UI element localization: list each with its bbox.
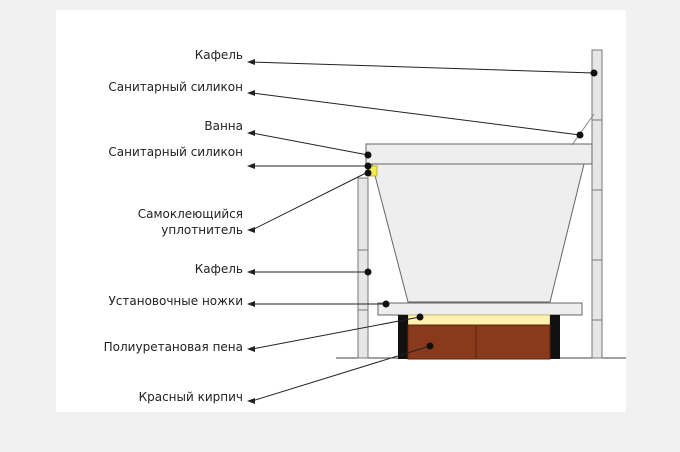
bath-body: [371, 163, 585, 303]
label-red-brick: Красный кирпич: [138, 390, 243, 404]
foam-layer: [407, 314, 551, 326]
support-board: [377, 302, 583, 316]
side-wall-tile: [357, 177, 369, 359]
label-self-adhesive-seal-2: уплотнитель: [161, 223, 243, 237]
label-bath: Ванна: [204, 119, 243, 133]
label-sanitary-silicone-rim: Санитарный силикон: [108, 145, 243, 159]
label-polyurethane-foam: Полиуретановая пена: [103, 340, 243, 354]
black-block-left: [398, 315, 408, 359]
leader-lines: [251, 61, 595, 402]
wall-sealant-mark: [571, 113, 595, 146]
right-wall-tile: [591, 49, 603, 359]
label-self-adhesive-seal-1: Самоклеющийся: [137, 207, 243, 221]
endpoint-dots: [364, 69, 598, 350]
bath-rim: [365, 143, 593, 165]
label-sanitary-silicone-wall: Санитарный силикон: [108, 80, 243, 94]
label-tile-top: Кафель: [194, 48, 243, 62]
red-brick: [407, 324, 551, 360]
black-block-right: [550, 315, 560, 359]
label-tile-side: Кафель: [194, 262, 243, 276]
label-mounting-legs: Установочные ножки: [108, 294, 243, 308]
arrow-heads: [247, 59, 255, 404]
